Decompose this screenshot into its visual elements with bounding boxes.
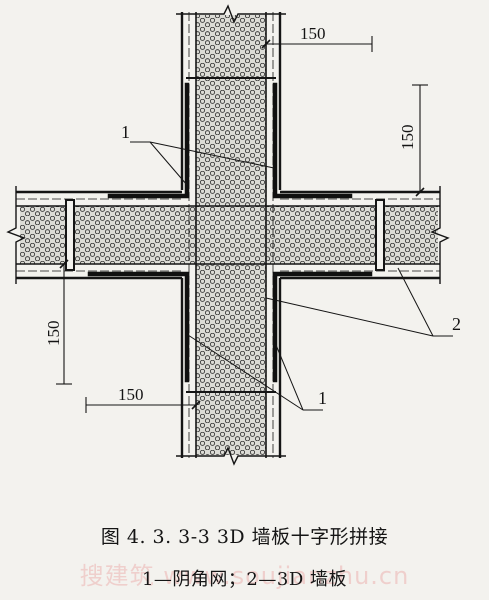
dimension-bottom-left [85, 397, 201, 413]
callout-lower-label: 1 [318, 388, 327, 408]
dimension-left-vertical-label: 150 [44, 321, 63, 347]
dimension-top-right-label: 150 [300, 24, 326, 43]
panel-joints [65, 77, 385, 393]
horizontal-wall-faces [16, 190, 440, 280]
horizontal-wall-core [20, 206, 438, 264]
callout-panel-label: 2 [452, 314, 461, 334]
callout-panel-leaders [265, 267, 453, 337]
dimension-right-vertical-label: 150 [398, 125, 417, 151]
callout-lower-leaders [187, 334, 323, 411]
break-marks [6, 4, 450, 466]
figure-caption: 图 4. 3. 3-3 3D 墙板十字形拼接 [100, 526, 389, 548]
callout-upper-label: 1 [121, 122, 130, 142]
cross-joint-diagram: 150 150 150 150 1 1 2 [6, 4, 461, 466]
callout-upper-leaders [130, 141, 275, 186]
dimension-bottom-left-label: 150 [118, 385, 144, 404]
dimension-right-vertical [412, 84, 428, 197]
figure-legend: 1—阴角网；2—3D 墙板 [141, 569, 347, 590]
corner-mesh [87, 82, 373, 383]
dimension-top-right [261, 36, 373, 52]
dimension-left-vertical [56, 259, 72, 385]
